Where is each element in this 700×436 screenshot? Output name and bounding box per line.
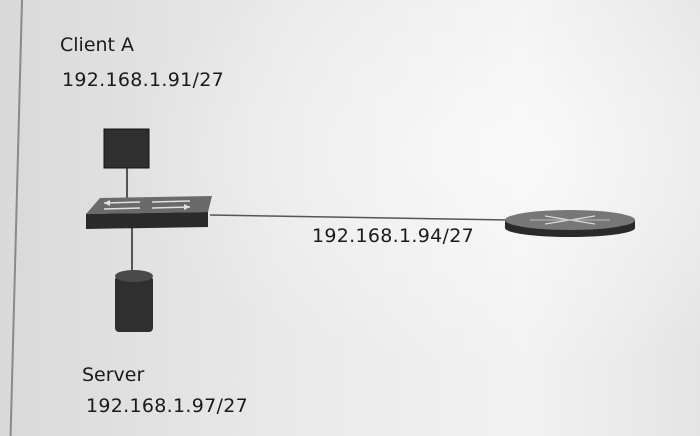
server-ip-label: 192.168.1.97/27 — [86, 395, 248, 417]
link-ip-label: 192.168.1.94/27 — [312, 225, 474, 247]
client-name-label: Client A — [60, 34, 135, 56]
server-name-label: Server — [82, 364, 145, 386]
switch-icon — [86, 196, 212, 229]
client-ip-label: 192.168.1.91/27 — [62, 69, 224, 91]
switch-to-router-line — [209, 214, 511, 221]
server-icon — [115, 270, 153, 332]
router-icon — [505, 210, 635, 237]
computer-icon — [103, 128, 150, 169]
